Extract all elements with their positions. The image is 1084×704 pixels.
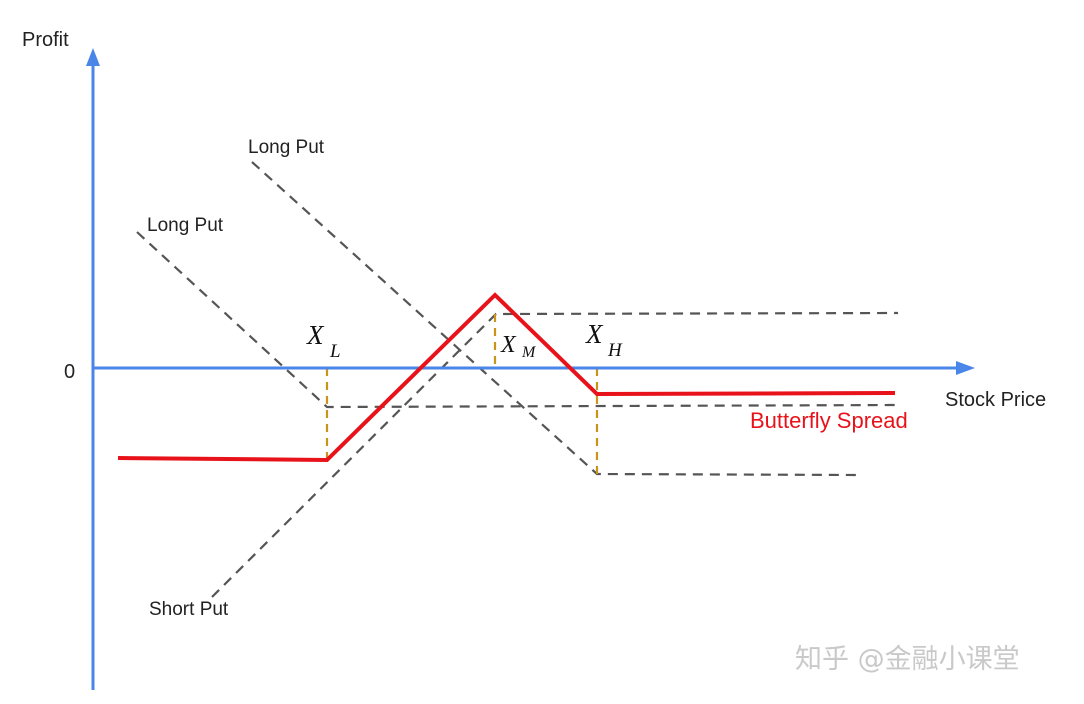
axes	[86, 48, 975, 690]
butterfly-spread-label: Butterfly Spread	[750, 408, 908, 433]
long-put-low-label: Long Put	[147, 215, 224, 236]
svg-text:X: X	[306, 320, 325, 350]
svg-text:X: X	[585, 319, 604, 349]
long-put-high-label: Long Put	[248, 137, 325, 158]
strike-high-label: X H	[585, 319, 623, 361]
option-legs	[136, 161, 899, 598]
watermark: 知乎 @金融小课堂	[795, 644, 1020, 675]
y-axis-label: Profit	[22, 29, 69, 51]
strike-guides	[325, 314, 599, 474]
short-put-label: Short Put	[149, 599, 229, 620]
zero-label: 0	[64, 361, 75, 383]
butterfly-spread-payoff-line	[117, 292, 896, 463]
strike-mid-label: X M	[500, 332, 537, 361]
svg-text:H: H	[607, 340, 623, 361]
x-axis-label: Stock Price	[945, 389, 1046, 411]
svg-text:M: M	[521, 344, 537, 361]
strike-low-label: X L	[306, 320, 341, 362]
svg-text:L: L	[329, 341, 341, 362]
svg-text:X: X	[500, 332, 517, 358]
y-axis-arrow	[86, 48, 100, 66]
x-axis-arrow	[956, 361, 975, 375]
long-put-low-strike-line	[136, 231, 899, 409]
